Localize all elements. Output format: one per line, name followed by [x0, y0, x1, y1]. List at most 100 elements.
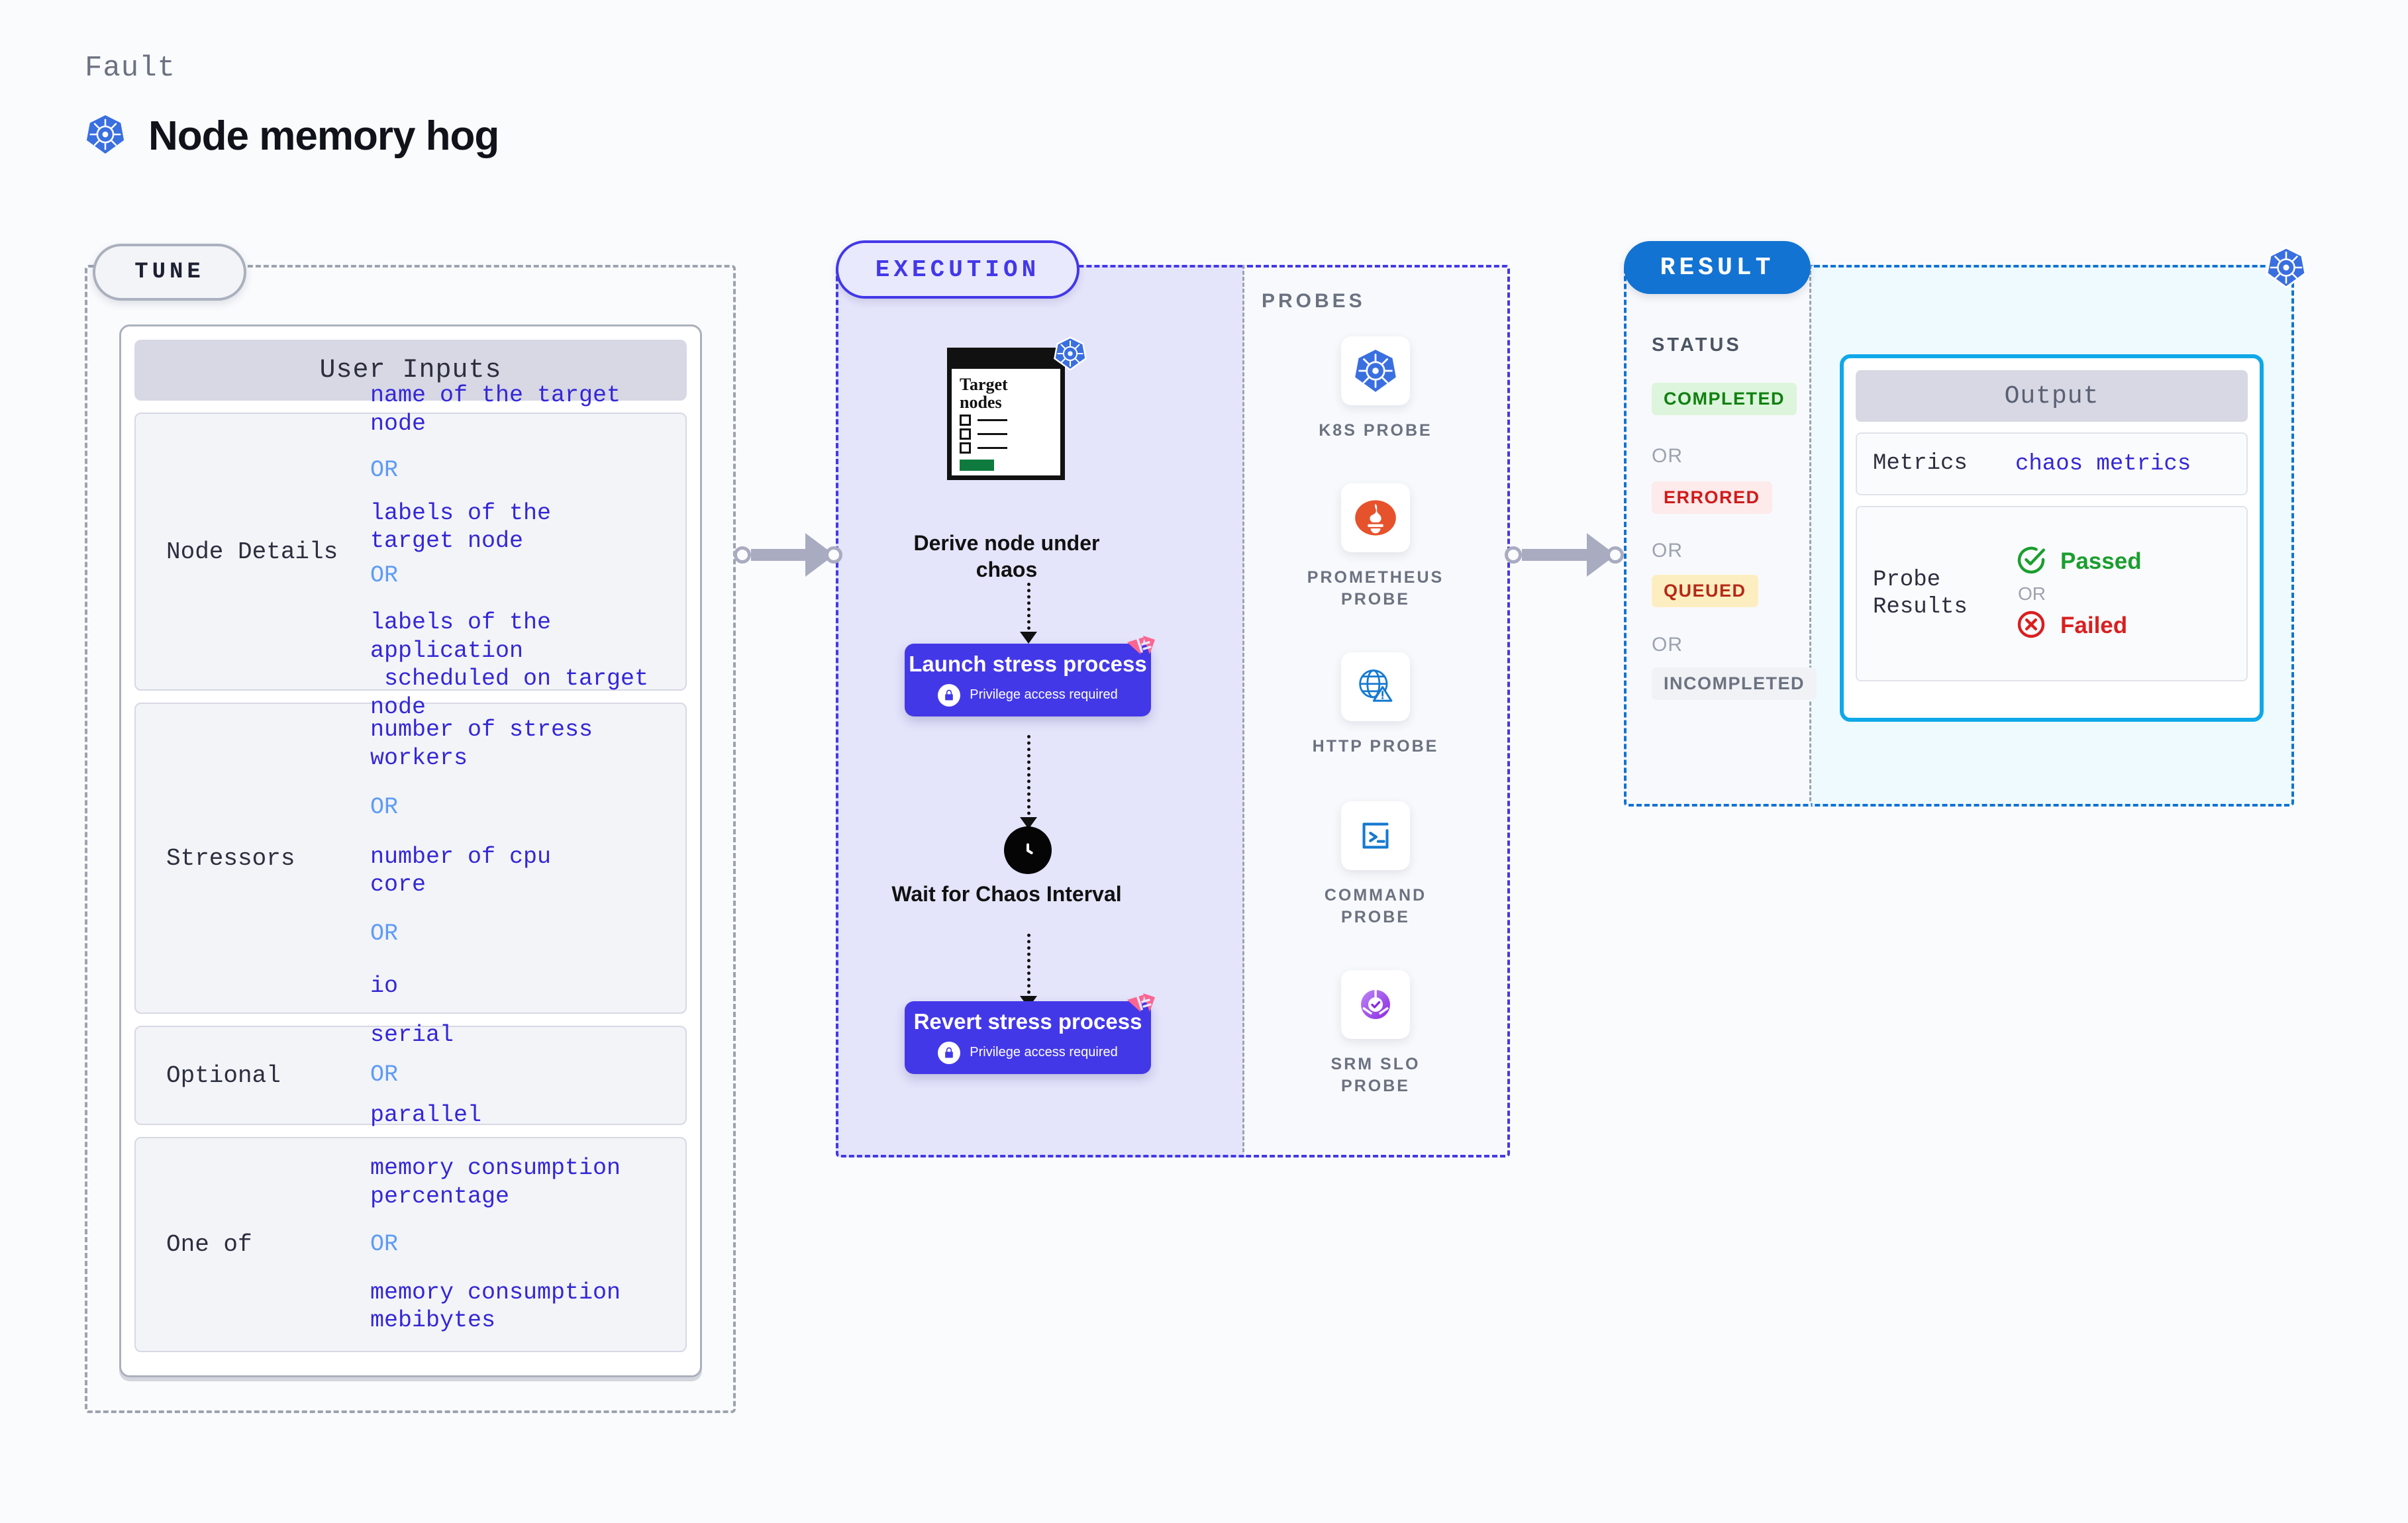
- step-launch-stress-process[interactable]: Launch stress process Privilege access r…: [905, 636, 1155, 716]
- checkbox-icon: [960, 442, 971, 454]
- input-row-label: Stressors: [166, 844, 295, 872]
- checkbox-icon: [960, 414, 971, 426]
- flow-arrow: [1020, 934, 1037, 1008]
- page-title-row: Node memory hog: [85, 113, 499, 160]
- probe-outcome-passed: Passed: [2015, 544, 2142, 579]
- lock-icon: [938, 1041, 961, 1064]
- input-row-label: Node Details: [166, 538, 338, 565]
- status-or: OR: [1652, 540, 1683, 562]
- output-title: Output: [1856, 370, 2248, 422]
- connector-execution-to-result: [1505, 533, 1624, 577]
- probe-label: HTTP PROBE: [1312, 737, 1439, 756]
- probe-command[interactable]: COMMAND PROBE: [1296, 801, 1455, 928]
- kubernetes-icon: [1053, 336, 1087, 371]
- tune-stage-panel: [85, 265, 736, 1413]
- connector-dot: [734, 546, 751, 564]
- line-placeholder: [978, 446, 1007, 449]
- input-row-label: One of: [166, 1231, 252, 1258]
- output-row-metrics: Metrics chaos metrics: [1856, 432, 2248, 495]
- step-caption-derive: Derive node under chaos: [913, 531, 1100, 581]
- line-placeholder: [978, 432, 1007, 435]
- checkbox-icon: [960, 428, 971, 440]
- input-or: OR: [370, 456, 399, 483]
- status-or: OR: [1652, 634, 1683, 656]
- user-inputs-title: User Inputs: [134, 340, 687, 401]
- status-or: OR: [1652, 445, 1683, 467]
- step-revert-stress-process[interactable]: Revert stress process Privilege access r…: [905, 993, 1155, 1074]
- connector-dot: [1505, 546, 1522, 564]
- connector-bar: [751, 549, 807, 561]
- kubernetes-icon: [2265, 246, 2307, 289]
- harness-icon: [1125, 989, 1158, 1022]
- probe-label: K8S PROBE: [1319, 421, 1432, 440]
- input-value: labels of the application scheduled on t…: [370, 609, 649, 721]
- harness-icon: [1125, 632, 1158, 665]
- progress-bar: [960, 459, 994, 471]
- tune-stage-pill[interactable]: TUNE: [93, 244, 246, 301]
- check-circle-icon: [2015, 544, 2047, 579]
- user-inputs-card: User Inputs Node Details name of the tar…: [119, 324, 702, 1377]
- result-stage-pill[interactable]: RESULT: [1624, 241, 1811, 294]
- status-badge-completed: COMPLETED: [1652, 383, 1797, 415]
- output-row-label: Metrics: [1873, 451, 1968, 477]
- output-divider: [1809, 265, 1811, 801]
- probe-label: COMMAND PROBE: [1324, 886, 1427, 926]
- line-placeholder: [978, 418, 1007, 421]
- probe-http[interactable]: HTTP PROBE: [1296, 652, 1455, 758]
- probe-label: SRM SLO PROBE: [1330, 1055, 1421, 1095]
- checklist-item: [952, 412, 1060, 426]
- input-value: io: [370, 973, 399, 1000]
- connector-dot: [825, 546, 842, 564]
- probe-srm-slo[interactable]: SRM SLO PROBE: [1296, 970, 1455, 1097]
- output-row-value: chaos metrics: [2015, 451, 2191, 477]
- probe-outcome-label: Passed: [2060, 548, 2142, 574]
- input-value: serial: [370, 1022, 454, 1049]
- probe-outcome-failed: Failed: [2015, 609, 2142, 644]
- checklist-item: [952, 440, 1060, 454]
- card-titlebar: [951, 352, 1061, 369]
- kubernetes-icon: [1341, 336, 1410, 405]
- status-badge-queued: QUEUED: [1652, 575, 1758, 607]
- connector-bar: [1522, 549, 1588, 561]
- clock-icon: [1004, 826, 1052, 874]
- x-circle-icon: [2015, 609, 2047, 644]
- slo-gauge-icon: [1341, 970, 1410, 1039]
- kubernetes-icon: [85, 114, 126, 158]
- step-title: Launch stress process: [909, 652, 1147, 677]
- input-value: parallel: [370, 1102, 482, 1128]
- input-or: OR: [370, 920, 399, 948]
- step-subtitle: Privilege access required: [970, 687, 1118, 703]
- input-or: OR: [370, 793, 399, 820]
- probe-outcome-or: OR: [2018, 583, 2046, 604]
- probe-label: PROMETHEUS PROBE: [1307, 568, 1444, 609]
- flow-arrow: [1020, 583, 1037, 644]
- step-subtitle: Privilege access required: [970, 1045, 1118, 1060]
- checklist-item: [952, 426, 1060, 440]
- probe-prometheus[interactable]: PROMETHEUS PROBE: [1296, 483, 1455, 610]
- prometheus-icon: [1341, 483, 1410, 552]
- step-caption-wait: Wait for Chaos Interval: [891, 882, 1122, 906]
- input-row-optional: Optional serial OR parallel: [134, 1022, 687, 1128]
- probe-k8s[interactable]: K8S PROBE: [1296, 336, 1455, 442]
- connector-tune-to-execution: [734, 533, 842, 577]
- terminal-icon: [1341, 801, 1410, 870]
- input-or: OR: [370, 562, 399, 589]
- globe-warning-icon: [1341, 652, 1410, 721]
- status-title: STATUS: [1652, 334, 1742, 356]
- connector-dot: [1607, 546, 1624, 564]
- execution-stage-pill[interactable]: EXECUTION: [836, 240, 1079, 299]
- status-badge-incompleted: INCOMPLETED: [1652, 667, 1817, 700]
- step-title: Revert stress process: [913, 1009, 1142, 1034]
- status-badge-errored: ERRORED: [1652, 481, 1772, 514]
- input-or: OR: [370, 1230, 399, 1257]
